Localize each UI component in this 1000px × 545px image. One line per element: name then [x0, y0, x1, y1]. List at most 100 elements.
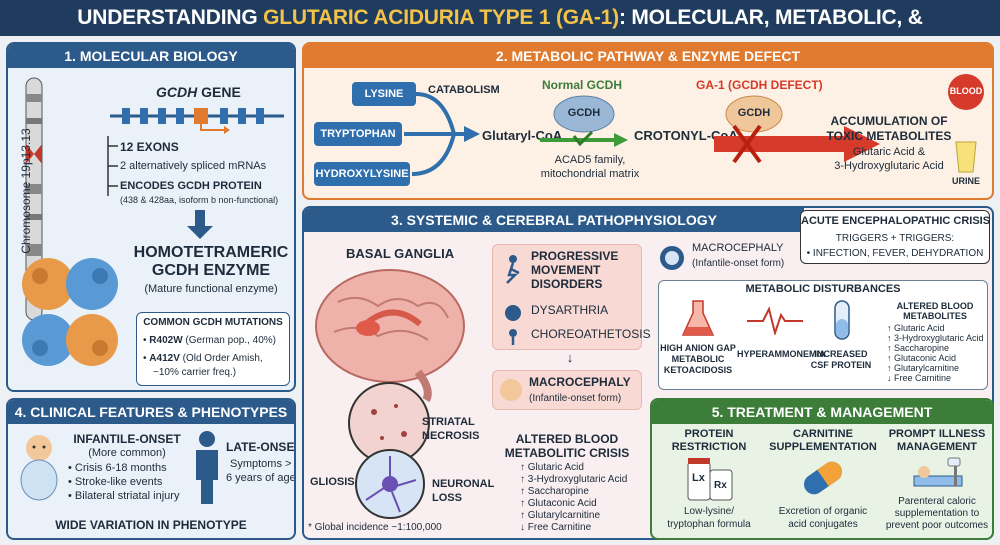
progressive-2: MOVEMENT — [531, 263, 601, 277]
hospital-bed-icon — [913, 457, 963, 487]
treatment-3-desc-2: supplementation to — [894, 508, 980, 519]
progressive-1: PROGRESSIVE — [531, 249, 619, 263]
macrocephaly-label: MACROCEPHALY — [529, 375, 631, 389]
altered-item: ↑ Glutaconic Acid — [520, 498, 597, 509]
late-title: LATE-ONSET — [226, 440, 296, 454]
chromosome-icon — [25, 77, 43, 321]
infantile-title: INFANTILE-ONSET — [73, 432, 181, 446]
neuron-icon — [355, 449, 425, 519]
isoforms-text: (438 & 428aa, isoform b non-functional) — [120, 195, 279, 205]
infantile-item: • Bilateral striatal injury — [68, 490, 180, 502]
treatment-2-title-2: SUPPLEMENTATION — [769, 441, 877, 453]
lysine-pill: LYSINE — [352, 82, 416, 106]
gliosis-label: GLIOSIS — [310, 476, 355, 488]
mutations-box: COMMON GCDH MUTATIONS • R402W (German po… — [136, 312, 290, 386]
enzyme-icon — [553, 95, 615, 133]
hyperammonemia: HYPERAMMONEMIA — [737, 349, 826, 359]
striatal-2: NECROSIS — [422, 430, 480, 442]
metabolites-2: 3-Hydroxyglutaric Acid — [834, 160, 944, 172]
necrosis-tissue-icon — [348, 382, 430, 464]
abm-title-1: ALTERED BLOOD — [896, 301, 974, 311]
triggers-list: • INFECTION, FEVER, DEHYDRATION — [806, 248, 984, 259]
catabolism-label: CATABOLISM — [428, 84, 500, 96]
tryptophan-pill: TRYPTOPHAN — [314, 122, 402, 146]
baby-icon — [20, 435, 58, 501]
formula-jar-icon — [687, 458, 733, 501]
head-icon — [660, 246, 684, 270]
rx-label: Rx — [714, 480, 727, 491]
enzyme-title-1: HOMOTETRAMERIC — [133, 244, 289, 261]
panel-clinical-features: 4. CLINICAL FEATURES & PHENOTYPES INFANT… — [6, 398, 296, 540]
accumulation-2: TOXIC METABOLITES — [826, 129, 952, 143]
page-title: UNDERSTANDING GLUTARIC ACIDURIA TYPE 1 (… — [0, 0, 1000, 65]
infantile-item: • Crisis 6-18 months — [68, 462, 167, 474]
arrow-down-icon — [187, 210, 213, 239]
progressive-3: DISORDERS — [531, 277, 603, 291]
altered-title-2: METABOLITIC CRISIS — [504, 446, 630, 460]
ga1-defect-label: GA-1 (GCDH DEFECT) — [696, 78, 823, 92]
movement-icons — [505, 255, 521, 345]
blood-label: BLOOD — [949, 86, 983, 96]
head-icon — [500, 379, 522, 401]
crotonyl-coa: CROTONYL-CoA — [634, 128, 738, 143]
panel-metabolic-pathway: 2. METABOLIC PATHWAY & ENZYME DEFECT LYS… — [302, 42, 994, 200]
treatment-3-desc-1: Parenteral caloric — [898, 496, 976, 507]
lx-label: Lx — [692, 472, 705, 484]
incidence-text: * Global incidence ~1:100,000 — [308, 522, 442, 533]
mutation-2-cont: ~10% carrier freq.) — [153, 367, 237, 378]
abm-item: ↑ 3-Hydroxyglutaric Acid — [887, 333, 984, 343]
altered-item: ↑ Saccharopine — [520, 486, 589, 497]
infantile-sub: (More common) — [88, 447, 166, 459]
acute-title: ACUTE ENCEPHALOPATHIC CRISIS — [801, 215, 991, 227]
macrocephaly-right: MACROCEPHALY — [692, 242, 784, 254]
treatment-1-title-1: PROTEIN — [684, 428, 734, 440]
neuronal-1: NEURONAL — [432, 478, 495, 490]
panel-header: 2. METABOLIC PATHWAY & ENZYME DEFECT — [304, 44, 992, 68]
altered-title-1: ALTERED BLOOD — [515, 432, 619, 446]
treatment-3-desc-3: prevent poor outcomes — [885, 520, 989, 531]
choreo-label: CHOREOATHETOSIS — [531, 327, 651, 341]
blocked-arrow-icon — [714, 124, 880, 164]
acad-text-1: ACAD5 family, — [554, 154, 626, 166]
gene-label: GCDH GENE — [156, 84, 241, 100]
late-text-2: 6 years of age — [226, 472, 296, 484]
panel-treatment: 5. TREATMENT & MANAGEMENT PROTEIN RESTRI… — [650, 398, 994, 540]
gcdh-enzyme: GCDH — [567, 107, 601, 119]
mrna-text: 2 alternatively spliced mRNAs — [120, 160, 267, 172]
adult-icon — [196, 431, 218, 504]
panel-header: 4. CLINICAL FEATURES & PHENOTYPES — [8, 400, 294, 424]
treatment-3-title-2: MANAGEMENT — [896, 441, 978, 453]
treatment-2-title-1: CARNITINE — [793, 428, 853, 440]
altered-item: ↑ 3-Hydroxyglutaric Acid — [520, 474, 628, 485]
infantile-item: • Stroke-like events — [68, 476, 163, 488]
urine-label: URINE — [951, 176, 980, 186]
treatment-1-title-2: RESTRICTION — [671, 441, 747, 453]
disturbances-title: METABOLIC DISTURBANCES — [745, 283, 901, 295]
acute-crisis-box: ACUTE ENCEPHALOPATHIC CRISIS TRIGGERS + … — [800, 210, 990, 264]
abm-item: ↑ Glutaconic Acid — [887, 353, 957, 363]
panel-systemic-pathophysiology: 3. SYSTEMIC & CEREBRAL PATHOPHYSIOLOGY B… — [302, 206, 994, 540]
mutations-title: COMMON GCDH MUTATIONS — [143, 317, 283, 328]
anion-gap-2: METABOLIC — [671, 354, 725, 364]
blood-drop-icon — [948, 74, 984, 110]
late-text-1: Symptoms > — [230, 458, 292, 470]
treatment-1-desc-1: Low-lysine/ — [683, 506, 735, 517]
abm-title-2: METABOLITES — [903, 311, 967, 321]
striatal-1: STRIATAL — [422, 416, 475, 428]
arrow-down-icon: ↓ — [566, 350, 574, 365]
abm-item: ↑ Glutaric Acid — [887, 323, 945, 333]
protein-structure-icon — [22, 258, 118, 366]
movement-disorders-box: PROGRESSIVE MOVEMENT DISORDERS DYSARTHRI… — [492, 244, 651, 350]
macrocephaly-sub: (Infantile-onset form) — [529, 393, 622, 404]
test-tube-icon — [834, 300, 850, 340]
enzyme-sub: (Mature functional enzyme) — [144, 283, 278, 295]
panel-header: 3. SYSTEMIC & CEREBRAL PATHOPHYSIOLOGY — [304, 208, 804, 232]
anion-gap-3: KETOACIDOSIS — [663, 365, 733, 375]
ecg-icon — [747, 306, 803, 335]
normal-gcdh-label: Normal GCDH — [542, 78, 623, 92]
mutation-2: • A412V (Old Order Amish, — [143, 353, 263, 364]
metabolites-1: Glutaric Acid & — [852, 146, 926, 158]
converging-arrows — [404, 92, 480, 176]
treatment-1-desc-2: tryptophan formula — [667, 519, 751, 530]
metabolic-disturbances-box: METABOLIC DISTURBANCES HIGH ANION GAP ME… — [658, 280, 988, 390]
